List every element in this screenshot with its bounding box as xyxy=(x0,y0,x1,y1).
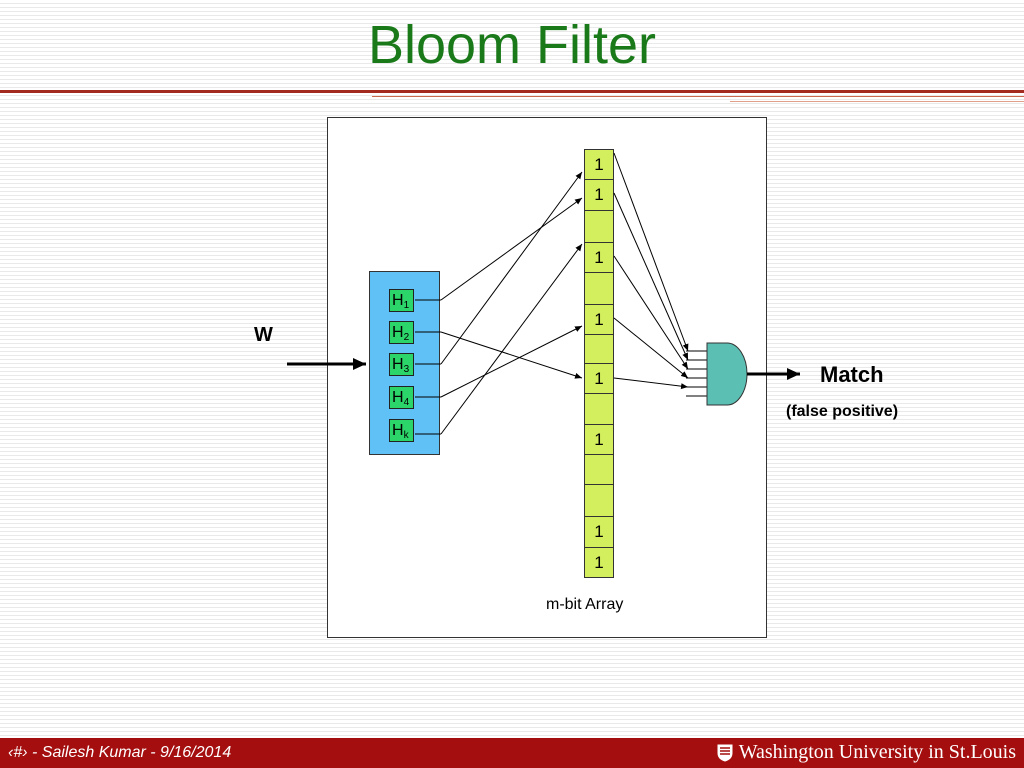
bit-cell xyxy=(584,210,614,243)
bit-cell xyxy=(584,454,614,485)
bit-cell: 1 xyxy=(584,363,614,394)
hash-function-hk: Hk xyxy=(389,419,414,442)
bit-array-caption: m-bit Array xyxy=(546,596,624,613)
title-rule xyxy=(0,90,1024,93)
bit-cell xyxy=(584,334,614,364)
slide-title: Bloom Filter xyxy=(367,15,657,75)
output-note: (false positive) xyxy=(786,403,899,420)
bit-cell xyxy=(584,484,614,517)
hash-to-array-arrows xyxy=(415,171,583,435)
title-rule-light xyxy=(730,101,1024,102)
title-rule-thin xyxy=(372,96,1024,97)
university-shield-icon xyxy=(717,744,733,762)
hash-function-h1: H1 xyxy=(389,289,414,312)
institution-name: Washington University in St.Louis xyxy=(738,741,1016,763)
footer-bar: ‹#› - Sailesh Kumar - 9/16/2014 Washingt… xyxy=(0,738,1024,768)
bit-cell xyxy=(584,272,614,305)
output-label: Match xyxy=(820,362,884,387)
and-gate xyxy=(686,342,748,406)
footer-slide-info: ‹#› - Sailesh Kumar - 9/16/2014 xyxy=(8,744,232,761)
hash-function-h3: H3 xyxy=(389,353,414,376)
bit-cell: 1 xyxy=(584,424,614,455)
footer-institution: Washington University in St.Louis xyxy=(717,741,1016,764)
input-label: W xyxy=(254,324,273,346)
bit-cell: 1 xyxy=(584,179,614,211)
hash-function-h4: H4 xyxy=(389,386,414,409)
hash-function-h2: H2 xyxy=(389,321,414,344)
bit-cell: 1 xyxy=(584,149,614,180)
bit-cell: 1 xyxy=(584,547,614,578)
array-to-gate-arrows xyxy=(613,152,689,390)
bit-cell: 1 xyxy=(584,242,614,273)
